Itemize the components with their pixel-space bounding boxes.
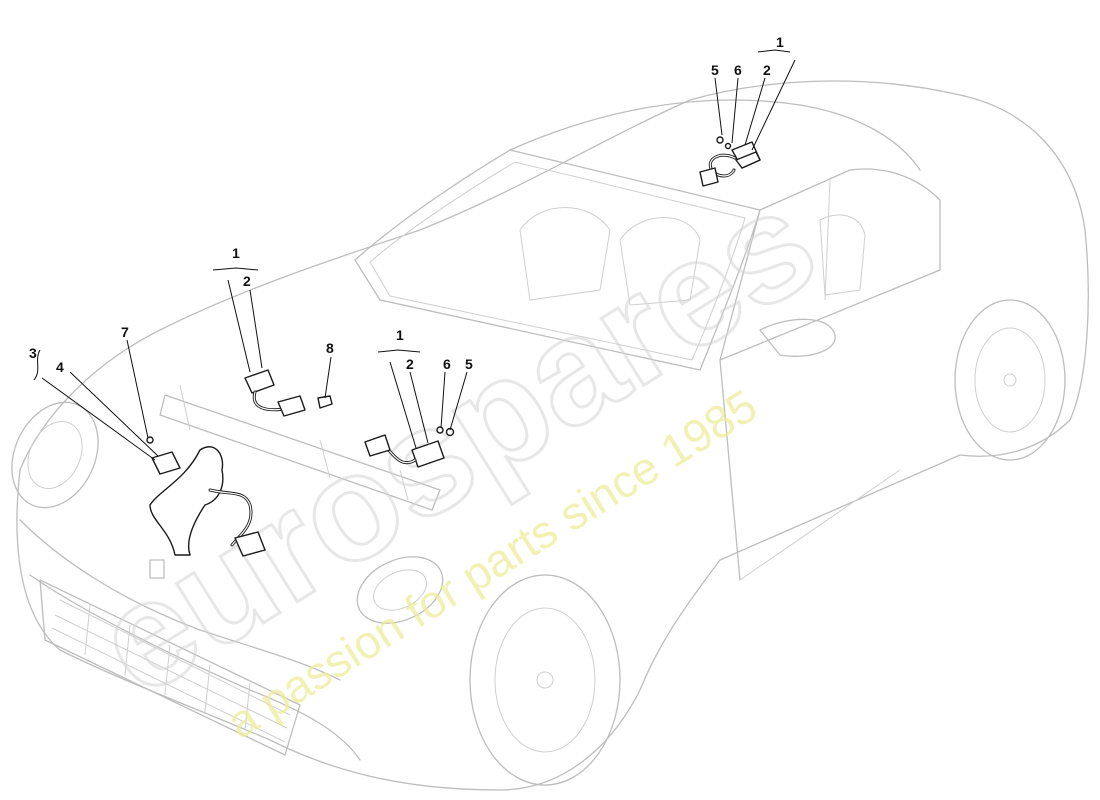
callout-mid-5: 5	[465, 356, 473, 372]
leader-lines	[33, 49, 796, 461]
callout-roof-1: 1	[776, 34, 784, 50]
callout-roof-2: 2	[763, 62, 771, 78]
callout-roof-5: 5	[711, 62, 719, 78]
left-sensor-assembly	[244, 369, 306, 417]
callout-front-7: 7	[121, 324, 129, 340]
callout-left-1: 1	[232, 245, 240, 261]
callout-mid-6: 6	[443, 356, 451, 372]
watermark: eurospares a passion for parts since 198…	[66, 155, 844, 749]
callout-front-4: 4	[56, 359, 64, 375]
callout-labels: 1 2 5 6 1 2 1 2 6 5 3 4 7 8	[29, 34, 784, 375]
callout-mid-2: 2	[406, 356, 414, 372]
front-sensor-assembly	[146, 436, 266, 557]
callout-bracket-8: 8	[326, 340, 334, 356]
callout-left-2: 2	[243, 273, 251, 289]
callout-roof-6: 6	[734, 62, 742, 78]
callout-mid-1: 1	[396, 327, 404, 343]
callout-front-3: 3	[29, 345, 37, 361]
bracket-part	[317, 395, 333, 409]
middle-sensor-assembly	[364, 426, 455, 468]
